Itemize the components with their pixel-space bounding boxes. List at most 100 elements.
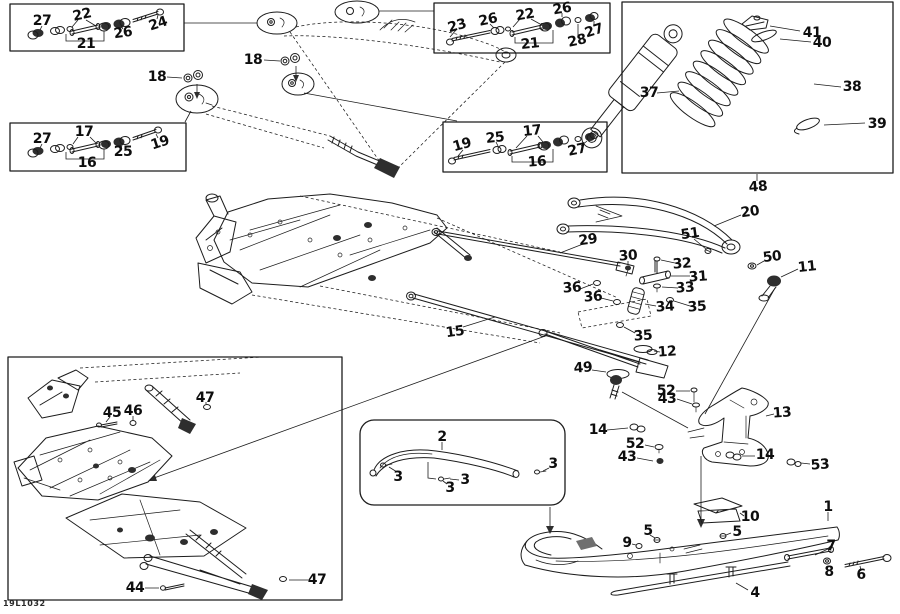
ski-stop-linkage-drawing — [784, 546, 892, 572]
ski-runner-drawing — [610, 561, 791, 596]
coil-spring-drawing — [669, 18, 769, 128]
lower-a-arm-drawing — [406, 291, 669, 379]
callout-36: 36 — [583, 288, 603, 306]
callout-35: 35 — [687, 298, 707, 316]
spring-washer-drawing — [751, 29, 777, 43]
callout-35: 35 — [633, 327, 653, 345]
callout-25: 25 — [484, 129, 506, 147]
callout-52: 52 — [656, 383, 676, 399]
callout-5: 5 — [643, 523, 653, 539]
callout-4: 4 — [750, 585, 760, 601]
chassis-box-drawing — [13, 356, 308, 600]
callout-22: 22 — [514, 5, 536, 25]
callout-45: 45 — [102, 405, 122, 421]
bushing-rings-18 — [166, 53, 300, 99]
callout-16: 16 — [77, 155, 97, 171]
callout-26: 26 — [477, 10, 499, 30]
callout-7: 7 — [826, 538, 836, 554]
callout-3: 3 — [393, 469, 403, 485]
callout-41: 41 — [802, 25, 822, 41]
callout-12: 12 — [657, 343, 677, 361]
bolt-kit-upper-right-drawing — [446, 12, 599, 46]
callout-11: 11 — [796, 258, 818, 276]
callout-5: 5 — [732, 524, 742, 540]
callout-50: 50 — [761, 248, 783, 266]
steering-knuckle-drawing — [606, 387, 811, 467]
callout-16: 16 — [527, 153, 547, 171]
callout-26: 26 — [551, 0, 573, 19]
callout-9: 9 — [622, 535, 632, 551]
callout-47: 47 — [195, 390, 215, 406]
ski-pad-drawing — [693, 497, 745, 524]
callout-28: 28 — [566, 31, 588, 51]
callout-27: 27 — [32, 131, 52, 147]
callout-3: 3 — [460, 472, 470, 488]
callout-18: 18 — [243, 52, 263, 68]
callout-6: 6 — [856, 567, 866, 583]
ski-drawing — [520, 526, 840, 578]
callout-33: 33 — [675, 279, 695, 297]
callout-48: 48 — [748, 178, 768, 196]
callout-52: 52 — [625, 436, 645, 452]
bolt-kit-lower-left-drawing — [27, 126, 162, 160]
callout-18: 18 — [147, 69, 167, 85]
callout-43: 43 — [617, 449, 637, 465]
callout-26: 26 — [112, 23, 134, 43]
callout-44: 44 — [125, 580, 145, 596]
detail-circle-upper-left — [256, 11, 298, 35]
callout-3: 3 — [548, 456, 558, 472]
callout-46: 46 — [123, 403, 143, 419]
callout-43: 43 — [657, 391, 677, 407]
callout-29: 29 — [577, 230, 599, 250]
callout-53: 53 — [810, 456, 830, 474]
upper-a-arm-drawing — [556, 196, 799, 415]
callout-8: 8 — [824, 564, 834, 580]
ghost-upper-a-arm-drawing — [283, 19, 517, 169]
callout-17: 17 — [74, 124, 94, 140]
pointer-arrows — [148, 334, 705, 534]
callout-1: 1 — [823, 499, 833, 515]
callout-22: 22 — [71, 5, 93, 25]
callout-21: 21 — [76, 36, 96, 52]
callout-13: 13 — [772, 404, 792, 422]
bolt-kit-upper-left-drawing — [27, 8, 164, 42]
part-code: 19L1032 — [3, 599, 46, 608]
callout-14: 14 — [588, 422, 608, 438]
inset-box-frames — [7, 1, 894, 601]
ski-handle-drawing — [369, 442, 550, 485]
callout-27: 27 — [32, 13, 52, 29]
detail-circle-lower-right — [281, 72, 315, 96]
ball-joint-drawing — [591, 345, 689, 429]
callout-14: 14 — [755, 447, 775, 463]
box-link-lines — [184, 10, 458, 123]
callout-27: 27 — [566, 140, 588, 160]
callout-15: 15 — [444, 322, 466, 342]
chassis-frame-drawing — [195, 193, 619, 344]
callout-25: 25 — [113, 144, 133, 160]
callout-30: 30 — [618, 247, 638, 265]
callout-20: 20 — [739, 202, 761, 222]
steering-relay-drawing — [577, 256, 691, 334]
callout-10: 10 — [740, 509, 760, 525]
tie-rod-drawing — [431, 228, 635, 277]
callout-37: 37 — [639, 85, 659, 101]
callout-36: 36 — [562, 279, 582, 297]
callout-39: 39 — [867, 116, 887, 132]
callout-17: 17 — [521, 122, 543, 140]
ski-fasteners-drawing — [631, 512, 829, 549]
callout-38: 38 — [842, 79, 862, 95]
callout-34: 34 — [655, 298, 675, 316]
spring-cap-drawing — [741, 15, 769, 31]
callout-3: 3 — [445, 480, 455, 496]
callout-2: 2 — [437, 429, 447, 445]
detail-circle-upper-right — [334, 0, 380, 24]
callout-47: 47 — [307, 572, 327, 588]
callout-21: 21 — [519, 35, 541, 53]
shock-leader-lines — [656, 25, 866, 181]
callout-49: 49 — [573, 359, 593, 377]
callout-51: 51 — [679, 224, 701, 244]
shock-absorber-drawing — [581, 24, 683, 149]
spring-seat-drawing — [793, 117, 820, 135]
